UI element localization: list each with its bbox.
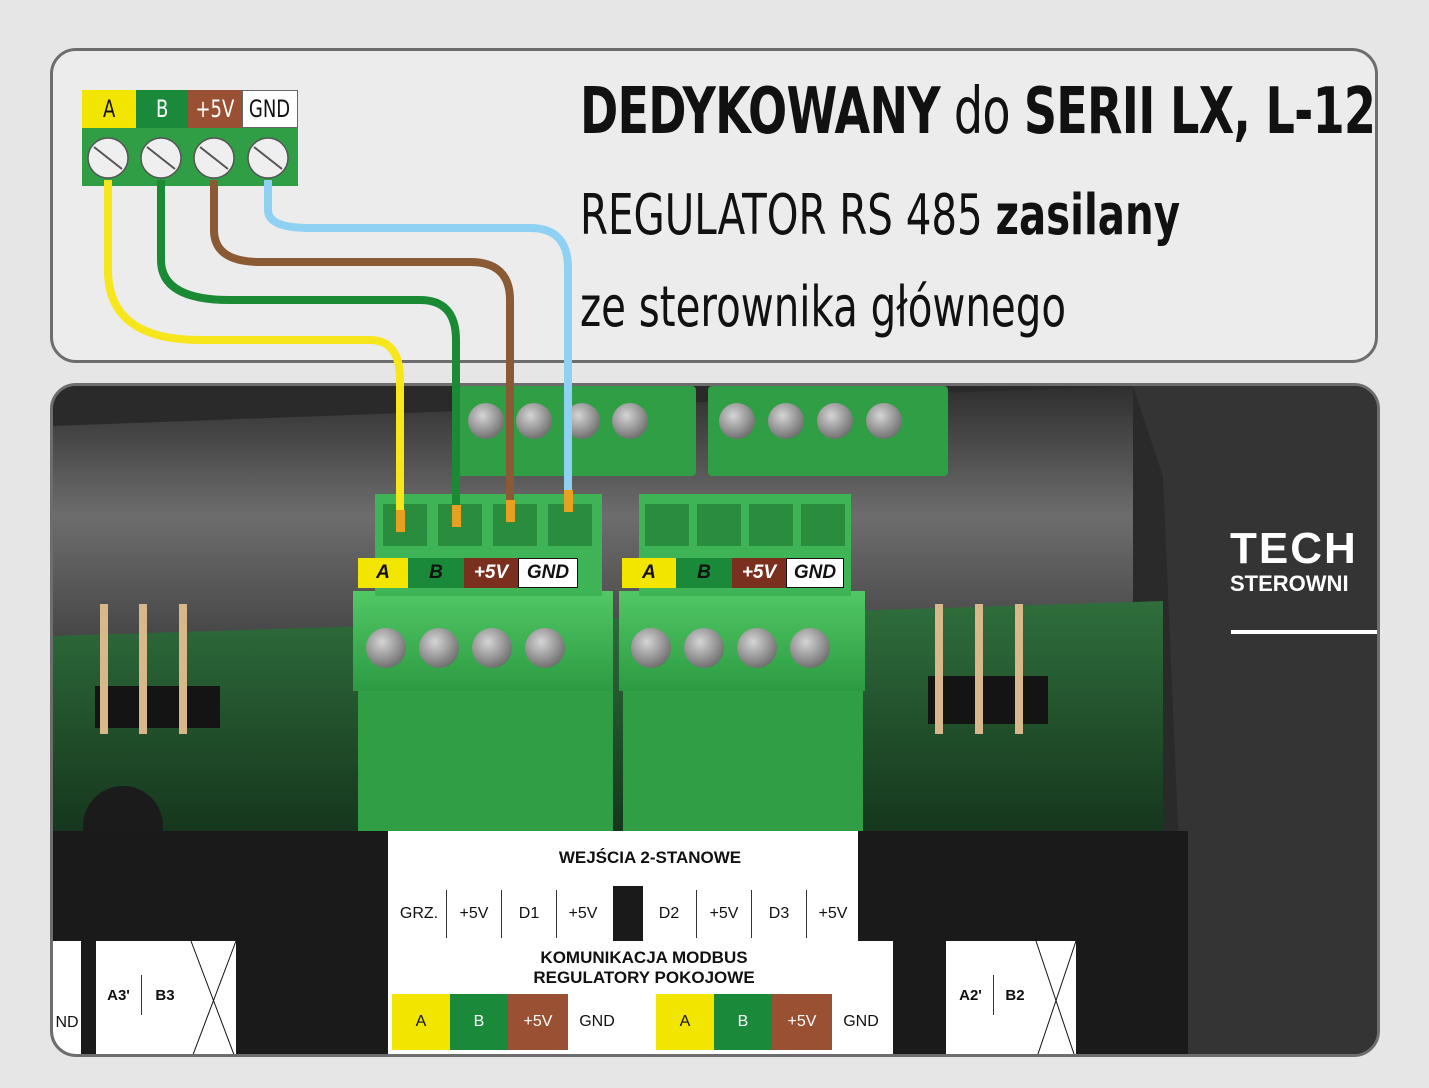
connector-right-label-b: B — [676, 558, 732, 588]
modbus-gnd-1: GND — [568, 994, 626, 1050]
connector-left-label-a: A — [358, 558, 408, 588]
input-5v-1: +5V — [447, 890, 502, 938]
wire-a — [104, 180, 404, 530]
modbus-a-1: A — [392, 994, 450, 1050]
wire-ferrule — [564, 490, 573, 512]
headline-line-2: REGULATOR RS 485 zasilany — [580, 188, 1180, 244]
empty-cell-cross — [192, 940, 237, 1054]
input-d3: D3 — [752, 890, 807, 938]
modbus-b-1: B — [450, 994, 508, 1050]
top-terminal-label-gnd: GND — [242, 90, 298, 128]
wire-ferrule — [396, 510, 405, 532]
headline-regulator: REGULATOR RS 485 — [580, 183, 996, 248]
modbus-a-2: A — [656, 994, 714, 1050]
left-strip-divider — [81, 941, 96, 1054]
headline-series: SERII LX, L-12 — [1023, 75, 1376, 149]
connector-left-label-5v: +5V — [464, 558, 518, 588]
wire-gnd — [264, 180, 572, 508]
inputs-divider — [613, 886, 643, 941]
input-d2: D2 — [642, 890, 697, 938]
left-cell-a3: A3' — [96, 975, 142, 1015]
wire-ferrule — [506, 500, 515, 522]
controller-casing — [1133, 386, 1377, 1054]
brand-underline — [1231, 630, 1377, 634]
connector-left-label-gnd: GND — [518, 558, 578, 588]
connector-right-label-5v: +5V — [732, 558, 786, 588]
connector-right-label-gnd: GND — [786, 558, 844, 588]
modbus-5v-2: +5V — [772, 994, 832, 1050]
connector-right-label-a: A — [622, 558, 676, 588]
wire-ferrule — [452, 505, 461, 527]
top-terminal-label-a: A — [82, 90, 136, 128]
top-terminal-block — [82, 128, 298, 186]
headline-powered: zasilany — [995, 183, 1180, 248]
top-terminal-label-b: B — [136, 90, 188, 128]
modbus-title-line-1: KOMUNIKACJA MODBUS — [540, 948, 748, 967]
wire-b — [157, 180, 460, 525]
modbus-title: KOMUNIKACJA MODBUS REGULATORY POKOJOWE — [384, 948, 904, 989]
input-d1: D1 — [502, 890, 557, 938]
right-label-strip — [946, 941, 1076, 1054]
rear-terminal-block-1 — [458, 386, 696, 476]
right-cell-a2: A2' — [948, 975, 994, 1015]
brand-subtitle: STEROWNI — [1230, 571, 1349, 596]
headline-line-1: DEDYKOWANY do SERII LX, L-12 — [580, 80, 1376, 144]
input-5v-2: +5V — [568, 905, 598, 922]
rear-terminal-block-2 — [708, 386, 948, 476]
headline-dedicated: DEDYKOWANY — [580, 75, 941, 149]
headline-line-3: ze sterownika głównego — [580, 275, 1066, 340]
left-cell-nd: ND — [55, 1013, 79, 1031]
input-grz: GRZ. — [392, 890, 447, 938]
brand-logo: TECH — [1230, 524, 1358, 573]
modbus-5v-1: +5V — [508, 994, 568, 1050]
top-terminal-label-5v: +5V — [188, 90, 242, 128]
modbus-gnd-2: GND — [832, 994, 890, 1050]
wire-5v — [210, 180, 514, 520]
pin-header-left — [95, 604, 220, 734]
headline-do: do — [939, 75, 1024, 149]
right-cell-b2: B2 — [1005, 986, 1025, 1004]
modbus-b-2: B — [714, 994, 772, 1050]
modbus-title-line-2: REGULATORY POKOJOWE — [533, 968, 755, 988]
brand: TECH STEROWNI — [1230, 527, 1358, 597]
pin-header-right — [928, 604, 1048, 734]
left-cell-b3: B3 — [155, 986, 175, 1004]
input-5v-3: +5V — [697, 890, 752, 938]
inputs-title: WEJŚCIA 2-STANOWE — [558, 848, 742, 867]
connector-left-label-b: B — [408, 558, 464, 588]
input-5v-4: +5V — [818, 905, 848, 922]
empty-cell-cross — [1037, 940, 1077, 1054]
